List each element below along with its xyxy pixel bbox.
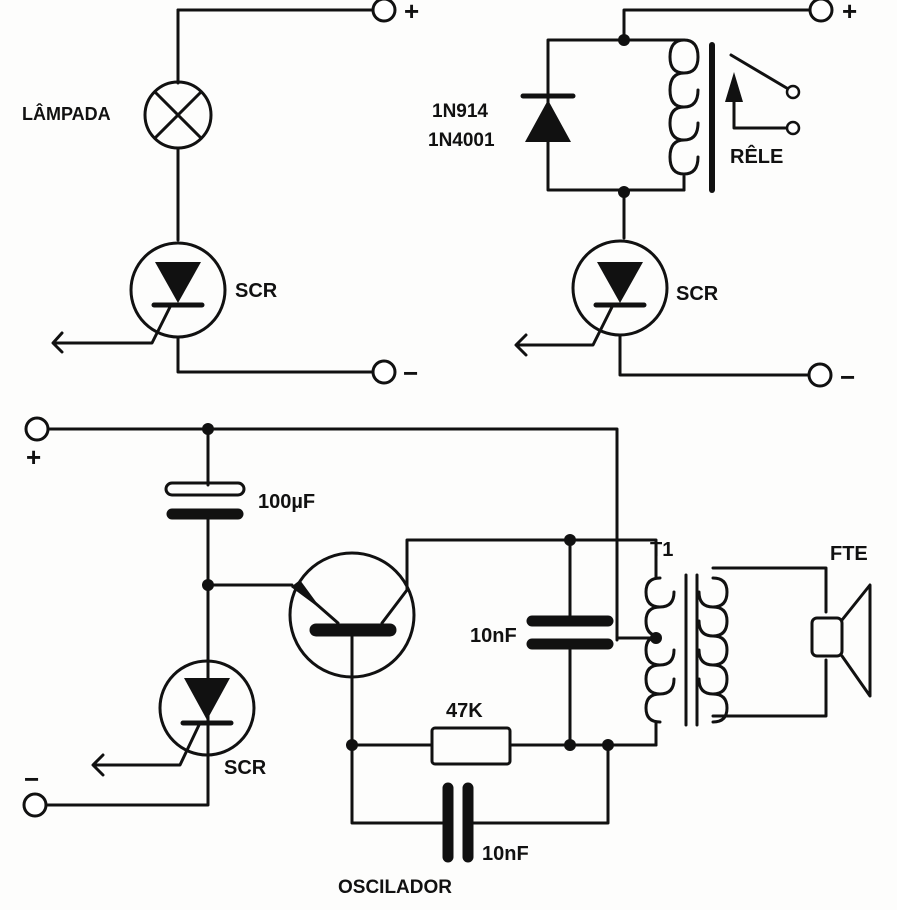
terminal-plus-top-left [371,0,397,23]
scr-symbol-top-left [51,241,227,354]
label-minus-bottom: − [24,764,39,794]
capacitor-100uf [164,481,246,520]
terminal-minus-top-left [371,359,397,385]
label-res-47k: 47K [446,700,483,722]
label-fte: FTE [830,543,868,565]
scr-symbol-bottom [91,659,256,777]
capacitor-10nf-a [526,615,614,650]
lamp-symbol [143,80,213,150]
terminal-plus-top-right [808,0,834,23]
scr-symbol-top-right [514,239,669,357]
speaker-fte [810,583,872,698]
resistor-47k [430,726,512,766]
terminal-minus-bottom [22,792,48,818]
capacitor-10nf-b [442,782,474,863]
label-plus-top-left: + [404,0,419,26]
label-oscilador: OSCILADOR [338,877,452,898]
relay-contacts [725,53,801,136]
transformer-t1 [644,573,729,727]
label-minus-top-left: − [403,358,418,388]
label-scr-bottom: SCR [224,757,267,779]
label-minus-top-right: − [840,362,855,392]
label-lampada: LÂMPADA [22,103,111,124]
label-cap-100uf: 100µF [258,491,315,513]
label-t1: T1 [650,539,673,561]
label-diode-line2: 1N4001 [428,130,495,151]
relay-coil [668,38,715,193]
terminal-minus-top-right [807,362,833,388]
lamp-scr-circuit [51,0,397,385]
diode-symbol [520,93,576,142]
label-scr-top-right: SCR [676,283,719,305]
transistor-symbol [288,538,572,747]
label-diode-line1: 1N914 [432,101,488,122]
oscillator-circuit [22,416,872,863]
terminal-plus-bottom [24,416,50,442]
label-scr-top-left: SCR [235,280,278,302]
relay-scr-circuit [514,0,834,388]
label-cap-10nf-a: 10nF [470,625,517,647]
label-rele: RÊLE [730,144,783,168]
label-plus-top-right: + [842,0,857,26]
label-cap-10nf-b: 10nF [482,843,529,865]
label-plus-bottom: + [26,442,41,472]
